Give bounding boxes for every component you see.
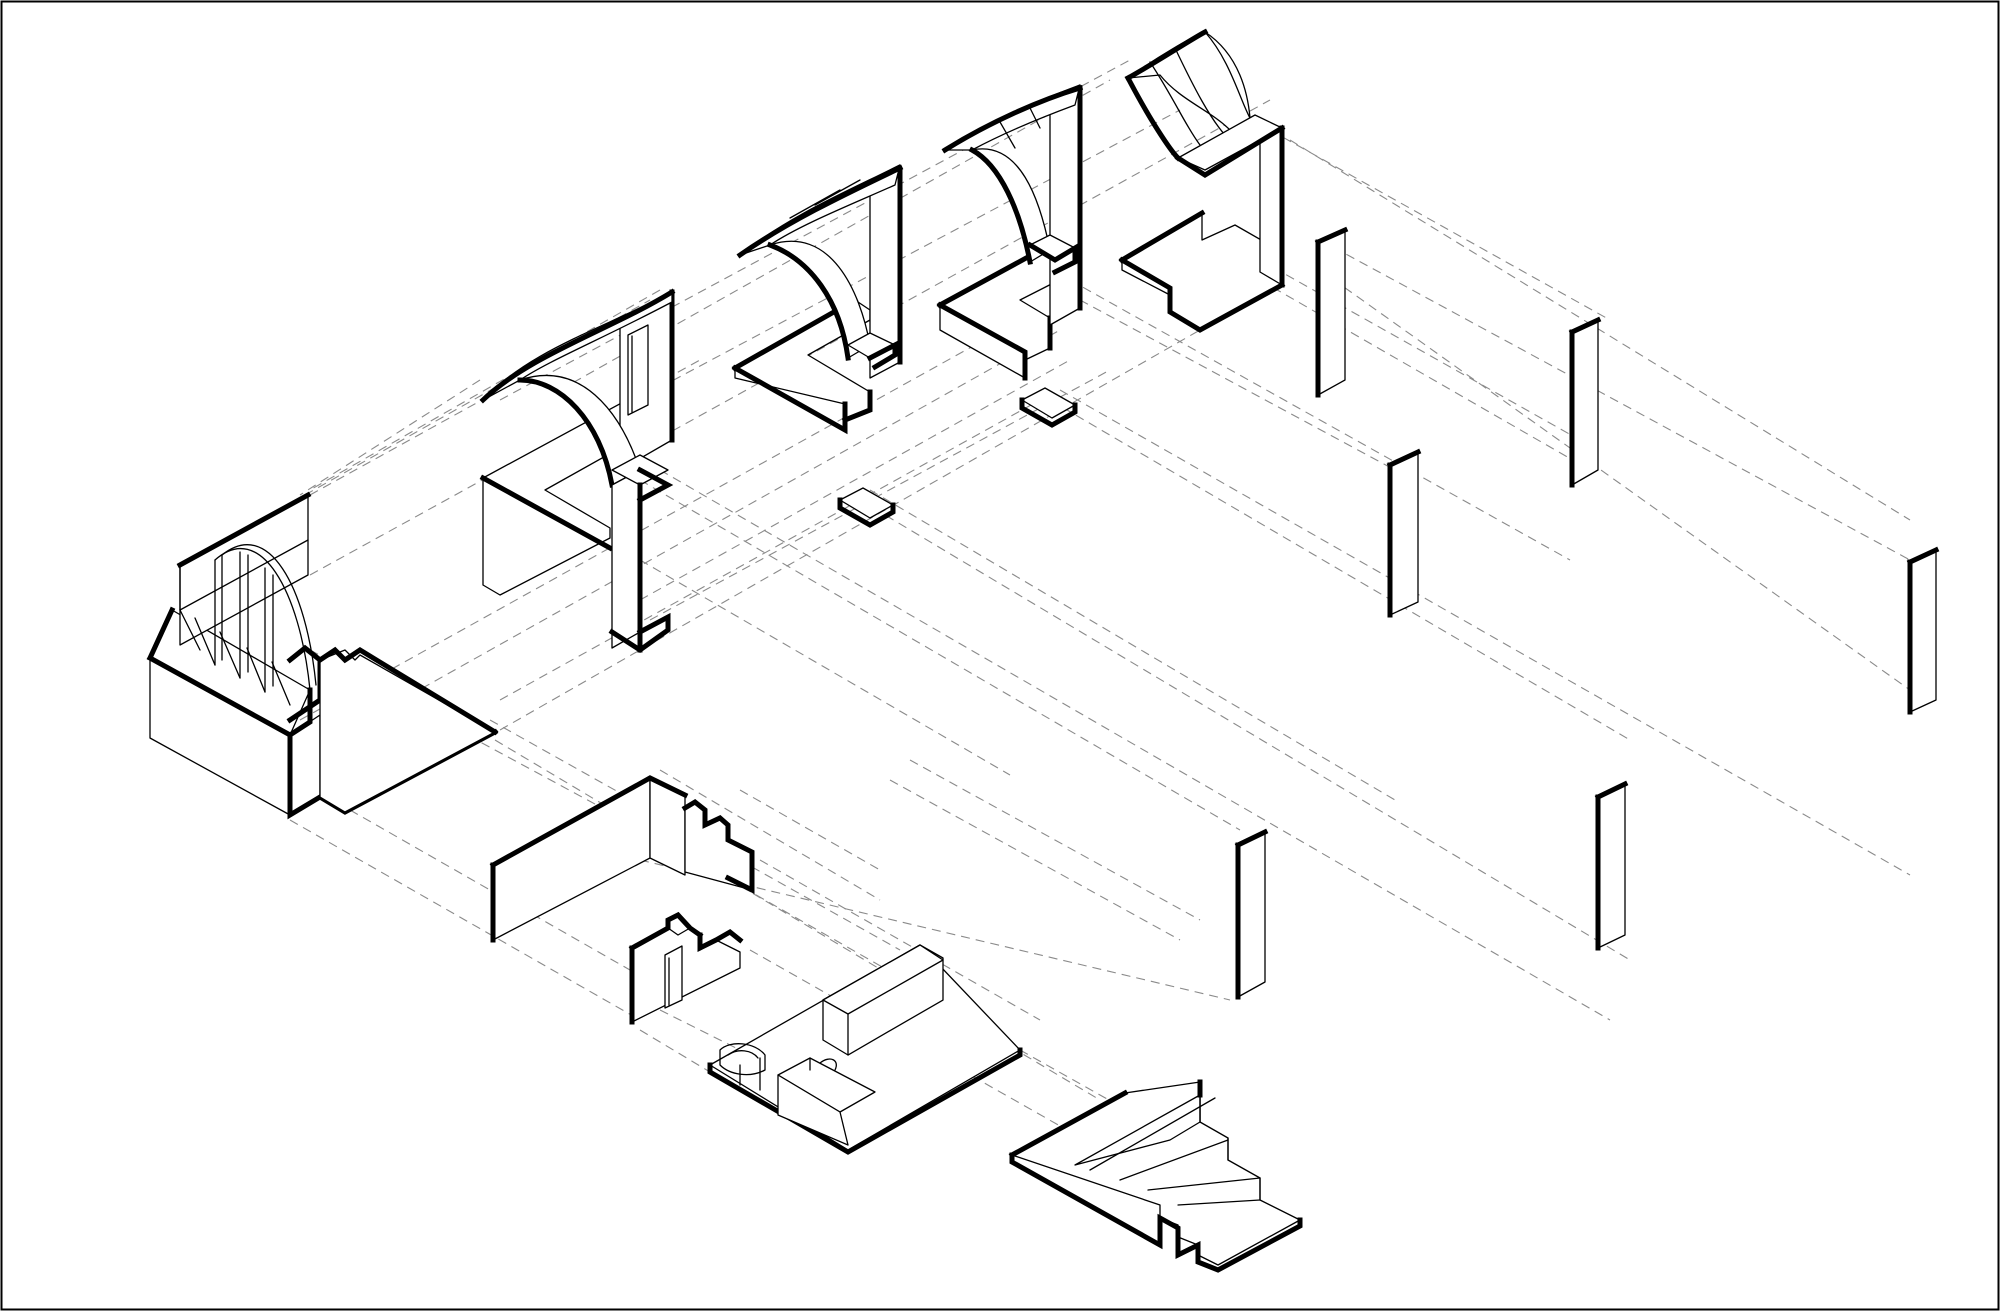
vault-module-4: [837, 28, 1286, 528]
door-wall: [628, 911, 744, 1025]
vault-module-2: [731, 164, 904, 435]
arched-window-wall: [146, 491, 499, 820]
stepped-floor-slab: [316, 646, 499, 813]
furnished-floor-slab: [707, 944, 1023, 1155]
wall-panel: [1568, 316, 1602, 488]
vault-module-3: [936, 84, 1084, 428]
staircase: [1008, 1079, 1303, 1273]
wall-panel: [1234, 828, 1269, 1000]
wall-panel: [1386, 448, 1422, 618]
l-shaped-wall: [489, 775, 755, 943]
wall-panel: [1906, 546, 1940, 715]
wall-panel: [1314, 226, 1349, 398]
wall-panels: [1234, 226, 1940, 1000]
wall-panel: [1594, 780, 1629, 951]
vault-module-1: [479, 288, 676, 654]
